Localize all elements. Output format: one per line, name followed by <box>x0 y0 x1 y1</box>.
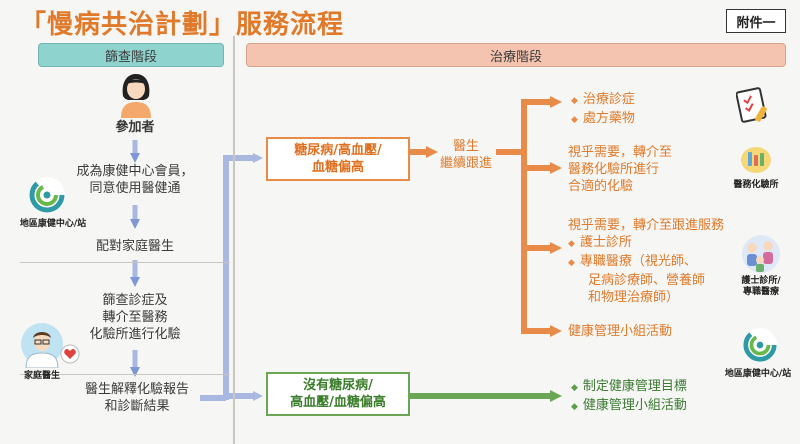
dhc-logo-right-icon <box>742 327 778 363</box>
branch3-item-1: 護士診所 <box>579 235 632 250</box>
participant-label: 參加者 <box>115 120 155 135</box>
branch-treatment: ◆ 治療診症 ◆ 處方藥物 <box>571 91 635 129</box>
participant-icon <box>121 74 151 118</box>
nurse-label-line-2: 專職醫療 <box>742 287 779 297</box>
branch2-line-1: 視乎需要，轉介至 <box>568 145 673 160</box>
negative-diagnosis-box: 沒有糖尿病/ 高血壓/血糖偏高 <box>266 372 410 416</box>
medical-lab-label: 醫務化驗所 <box>733 180 779 190</box>
step-become-member: 成為康健中心會員， 同意使用醫健通 <box>60 163 210 197</box>
annex-label: 附件一 <box>726 9 786 33</box>
positive-diagnosis-box: 糖尿病/高血壓/ 血糖偏高 <box>266 137 410 181</box>
step-screening-line-3: 化驗所進行化驗 <box>89 327 181 342</box>
step-explain-report-line-1: 醫生解釋化驗報告 <box>84 382 189 397</box>
branch1-item-2: 處方藥物 <box>582 111 635 126</box>
diamond-bullet-icon: ◆ <box>571 115 578 125</box>
diamond-bullet-icon: ◆ <box>568 239 575 249</box>
followup-line-2: 繼續跟進 <box>439 156 492 171</box>
step-become-member-line-2: 同意使用醫健通 <box>89 181 181 196</box>
negative-item-1: 制定健康管理目標 <box>582 379 687 394</box>
step-pair-family-doctor: 配對家庭醫生 <box>95 239 174 254</box>
negative-item-2: 健康管理小組活動 <box>582 398 687 413</box>
branch2-line-2: 醫務化驗所進行 <box>568 162 660 177</box>
diamond-bullet-icon: ◆ <box>571 402 578 412</box>
nurse-label-line-1: 護士診所/ <box>741 276 781 286</box>
branch3-item-2: 專職醫療（視光師、 <box>579 254 697 269</box>
step-explain-report: 醫生解釋化驗報告 和診斷結果 <box>62 381 212 415</box>
negative-box-line-1: 沒有糖尿病/ <box>303 378 373 393</box>
branch2-line-3: 合適的化驗 <box>568 179 634 194</box>
diamond-bullet-icon: ◆ <box>568 258 575 268</box>
positive-box-line-1: 糖尿病/高血壓/ <box>294 143 382 158</box>
treatment-stage-header: 治療階段 <box>246 43 786 67</box>
doctor-followup-label: 醫生 繼續跟進 <box>436 138 496 172</box>
branch-health-group: 健康管理小組活動 <box>568 324 673 339</box>
diamond-bullet-icon: ◆ <box>571 383 578 393</box>
medical-lab-icon <box>741 147 771 173</box>
page-title: 「慢病共治計劃」服務流程 <box>20 10 345 40</box>
branch-lab-referral: 視乎需要，轉介至 醫務化驗所進行 合適的化驗 <box>568 144 672 195</box>
screening-divider-1 <box>20 262 230 263</box>
branch-followup-services: 視乎需要，轉介至跟進服務 ◆護士診所 ◆專職醫療（視光師、 足病診療師、營養師 … <box>568 217 724 306</box>
diamond-bullet-icon: ◆ <box>571 96 578 106</box>
negative-box-line-2: 高血壓/血糖偏高 <box>290 395 386 410</box>
checklist-icon <box>736 87 767 123</box>
screening-stage-header: 篩查階段 <box>38 43 224 67</box>
followup-line-1: 醫生 <box>452 139 479 154</box>
branch3-item-2-cont-1: 足病診療師、營養師 <box>588 273 706 288</box>
branch1-item-1: 治療診症 <box>582 92 635 107</box>
screening-divider-2 <box>20 374 230 375</box>
family-doctor-label: 家庭醫生 <box>23 371 60 381</box>
step-screening-line-2: 轉介至醫務 <box>102 310 168 325</box>
family-doctor-icon <box>21 323 80 368</box>
step-explain-report-line-2: 和診斷結果 <box>104 399 170 414</box>
step-screening-line-1: 篩查診症及 <box>102 293 168 308</box>
dhc-label-left: 地區康健中心/站 <box>19 219 87 229</box>
nurse-clinic-icon <box>742 235 780 273</box>
nurse-clinic-label: 護士診所/ 專職醫療 <box>730 276 792 298</box>
stage-divider <box>233 36 235 444</box>
step-screening-referral: 篩查診症及 轉介至醫務 化驗所進行化驗 <box>70 292 200 343</box>
positive-box-line-2: 血糖偏高 <box>311 160 364 175</box>
negative-actions: ◆ 制定健康管理目標 ◆ 健康管理小組活動 <box>571 378 687 416</box>
step-become-member-line-1: 成為康健中心會員， <box>76 164 194 179</box>
dhc-logo-icon <box>29 177 65 213</box>
branch3-title: 視乎需要，轉介至跟進服務 <box>568 218 725 233</box>
branch3-item-2-cont-2: 和物理治療師） <box>588 290 680 305</box>
dhc-label-right: 地區康健中心/站 <box>724 369 792 379</box>
